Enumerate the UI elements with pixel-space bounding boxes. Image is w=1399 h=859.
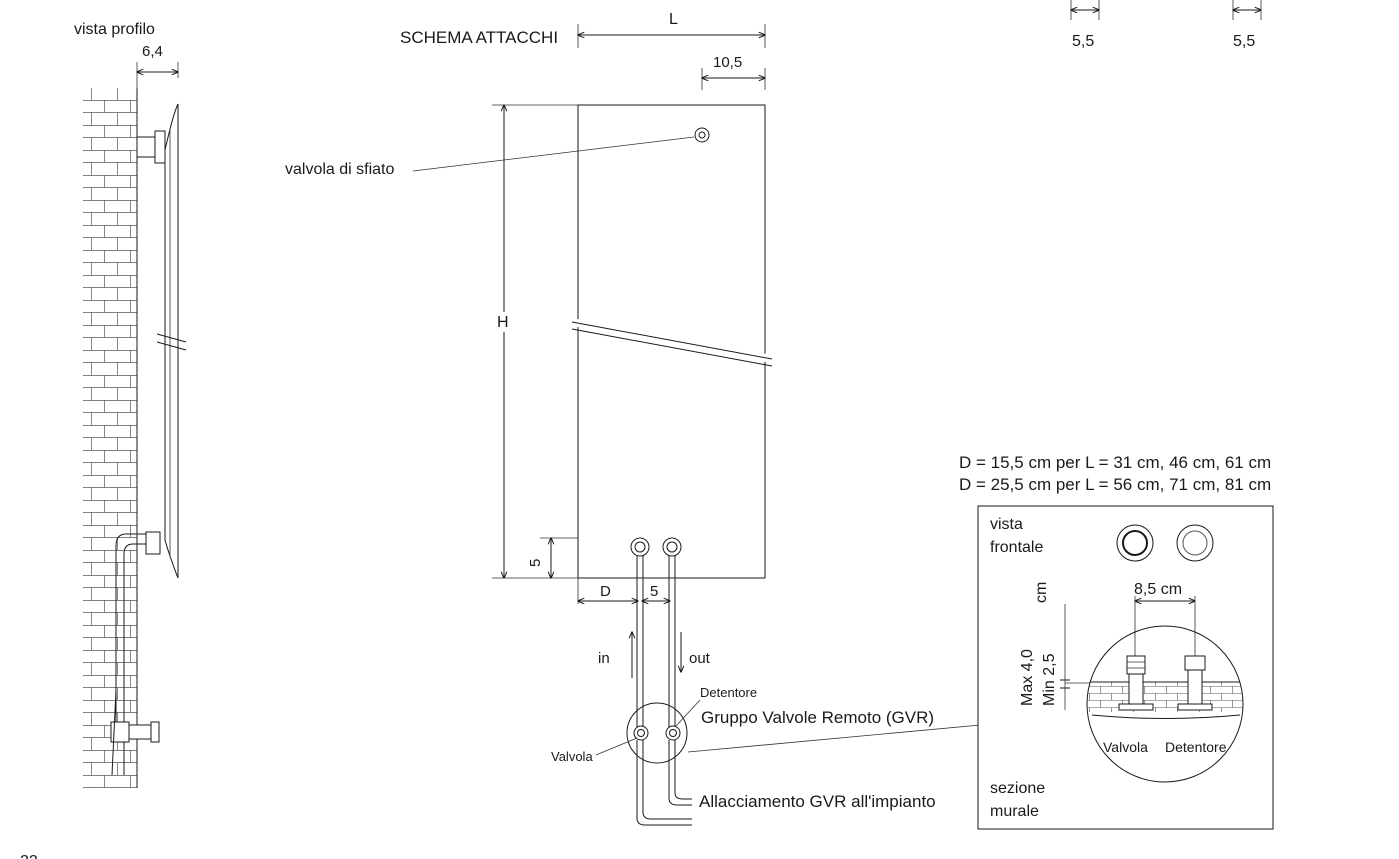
- wall-section-bricks: [1087, 682, 1243, 712]
- valve-label: Valvola: [551, 749, 593, 764]
- wall-section-label-2: murale: [990, 803, 1039, 820]
- front-view-label-2: frontale: [990, 539, 1043, 556]
- schema-title: SCHEMA ATTACCHI: [400, 28, 558, 47]
- break-mark: [156, 333, 187, 343]
- valve-inner: [637, 729, 645, 737]
- floor-line: [1091, 714, 1241, 719]
- panel-break-line: [571, 321, 773, 360]
- air-valve-label: valvola di sfiato: [285, 161, 394, 178]
- supply-line: [642, 740, 692, 820]
- return-line: [674, 740, 692, 800]
- top-bracket-plate: [154, 130, 166, 164]
- bottom-valve: [145, 531, 161, 555]
- gvr-group-label: Gruppo Valvole Remoto (GVR): [701, 708, 934, 727]
- profile-view-title: vista profilo: [74, 21, 155, 38]
- lockshield-body: [1187, 669, 1203, 705]
- top-bracket: [136, 136, 156, 158]
- pipe-spacing-value: 5: [650, 583, 658, 600]
- gvr-group-circle: [626, 702, 688, 764]
- profile-view: vista profilo 6,4: [74, 21, 187, 788]
- unit-cm-label: cm: [1033, 582, 1050, 603]
- top-dimension-right: 5,5: [1233, 33, 1255, 50]
- supply-pipe-inner: [123, 543, 146, 722]
- profile-depth-value: 6,4: [142, 43, 163, 60]
- wall-section: [1087, 655, 1243, 719]
- gvr-fitting-body: [128, 724, 152, 740]
- axis-spacing-label: 8,5 cm: [1134, 581, 1182, 598]
- outlet-connection-inner: [666, 541, 678, 553]
- lockshield-inner: [669, 729, 677, 737]
- gvr-fitting-cap: [150, 721, 160, 743]
- lockshield-label: Detentore: [700, 685, 757, 700]
- width-symbol: L: [669, 11, 678, 28]
- valve-leader: [595, 737, 638, 756]
- d-rule-line-2: D = 25,5 cm per L = 56 cm, 71 cm, 81 cm: [959, 475, 1271, 494]
- detail-lockshield-label: Detentore: [1165, 739, 1227, 755]
- height-symbol: H: [497, 314, 509, 331]
- detail-valve-label: Valvola: [1103, 739, 1148, 755]
- air-valve-inner: [698, 131, 706, 139]
- front-valve-icon: [1122, 530, 1148, 556]
- return-line: [668, 740, 692, 806]
- lockshield-leader: [675, 699, 701, 727]
- d-symbol: D: [600, 583, 611, 600]
- top-dimension-left: 5,5: [1072, 33, 1094, 50]
- inlet-label: in: [598, 650, 610, 667]
- panel-break-line: [571, 328, 773, 367]
- top-offset-value: 10,5: [713, 54, 742, 71]
- valve-base: [1118, 703, 1154, 711]
- detail-frame: [977, 505, 1274, 830]
- valve-head: [1126, 655, 1146, 675]
- d-rule-line-1: D = 15,5 cm per L = 31 cm, 46 cm, 61 cm: [959, 453, 1271, 472]
- wall-section-label-1: sezione: [990, 780, 1045, 797]
- inlet-connection-inner: [634, 541, 646, 553]
- front-lockshield-icon: [1182, 530, 1208, 556]
- detail-circle: [1086, 625, 1244, 783]
- brick-wall: [83, 88, 137, 788]
- bottom-offset-value: 5: [527, 559, 544, 567]
- lockshield-head: [1184, 655, 1206, 671]
- max-depth-label: Max 4,0: [1019, 649, 1036, 706]
- lockshield-base: [1177, 703, 1213, 711]
- detail-box: vista frontale 8,5 cm cm Max 4,0 Min 2,5: [977, 505, 1274, 830]
- break-mark: [156, 341, 187, 351]
- connection-scheme: SCHEMA ATTACCHI L 10,5 valvola di sfiato…: [285, 11, 1079, 826]
- supply-pipe: [115, 533, 146, 722]
- pipe-drop: [111, 689, 117, 776]
- min-depth-label: Min 2,5: [1041, 653, 1058, 706]
- front-view-label-1: vista: [990, 516, 1023, 533]
- radiator-panel-profile: [164, 103, 179, 579]
- air-valve-leader: [412, 136, 695, 172]
- top-right-dimensions: 5,5 5,5: [1071, 0, 1261, 50]
- page-number: 22: [20, 853, 38, 859]
- valve-body: [1128, 673, 1144, 705]
- gvr-connection-label: Allacciamento GVR all'impianto: [699, 792, 936, 811]
- supply-line: [636, 740, 692, 826]
- outlet-label: out: [689, 650, 711, 667]
